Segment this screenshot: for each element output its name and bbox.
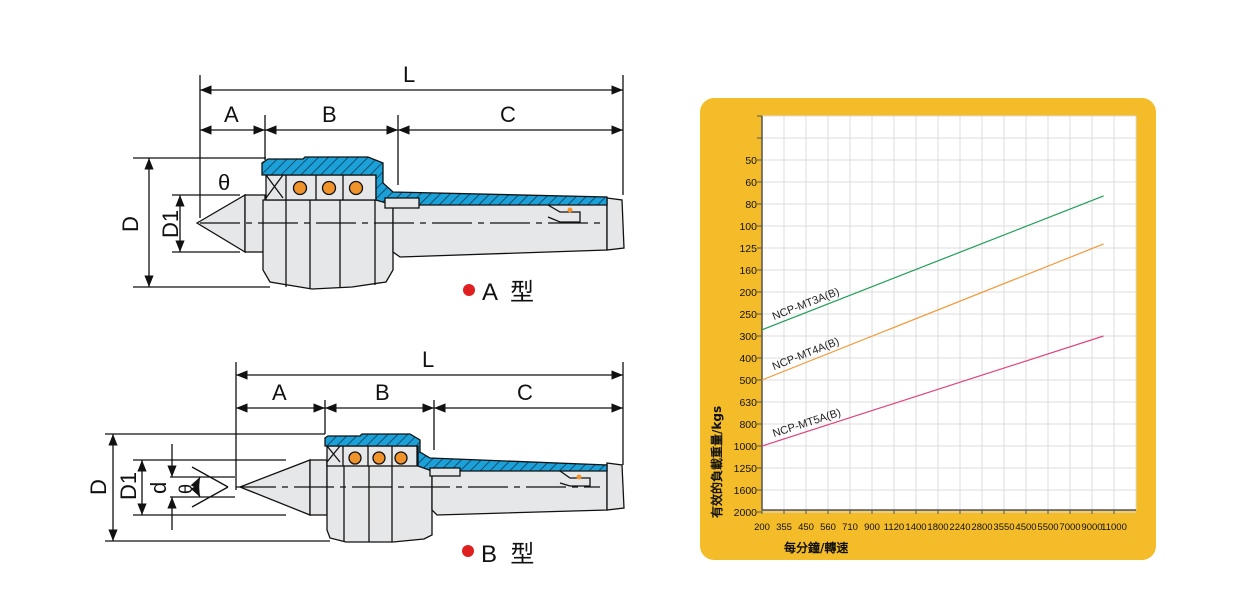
dim-theta <box>190 476 201 498</box>
x-tick-label: 11000 <box>1101 522 1127 533</box>
label-l: L <box>403 62 415 87</box>
y-axis-label: 有效的負載重量/kgs <box>709 406 724 518</box>
x-tick-label: 3550 <box>993 522 1014 533</box>
label-l: L <box>422 347 434 372</box>
load-speed-chart: 50 60 80 100 125 160 200 250 300 400 500 630 800 1000… <box>709 115 1137 555</box>
chart-grid <box>757 115 1137 514</box>
label-a: A <box>272 380 287 405</box>
y-tick-label: 1000 <box>734 441 758 453</box>
red-dot-icon <box>463 284 475 296</box>
y-tick-label: 300 <box>739 331 757 343</box>
bearing-ball <box>394 451 408 465</box>
x-tick-label: 1120 <box>884 522 904 533</box>
x-tick-label: 900 <box>864 522 880 533</box>
label-c: C <box>517 380 533 405</box>
diagram-b-labels: L A B C D D1 d θ B 型 <box>86 347 534 568</box>
bearing-ball <box>348 451 362 465</box>
y-tick-label: 125 <box>739 243 757 255</box>
red-dot-icon <box>462 545 474 557</box>
x-tick-label: 1400 <box>905 522 926 533</box>
diagram-a <box>133 75 625 290</box>
label-d1: D1 <box>158 210 183 238</box>
y-tick-label: 200 <box>739 287 757 299</box>
x-tick-label: 450 <box>798 522 814 533</box>
x-axis-label: 每分鐘/轉速 <box>784 540 848 555</box>
bearing-ball <box>372 451 386 465</box>
label-small-d: d <box>146 482 171 494</box>
x-tick-label: 560 <box>820 522 836 533</box>
y-tick-label: 400 <box>739 353 757 365</box>
y-tick-label: 800 <box>739 419 757 431</box>
x-tick-label: 200 <box>754 522 770 533</box>
diagram-b <box>105 362 625 543</box>
y-tick-label: 80 <box>745 199 757 211</box>
label-b: B <box>375 380 390 405</box>
x-tick-label: 2800 <box>971 522 992 533</box>
x-tick-label: 1800 <box>927 522 948 533</box>
y-tick-label: 250 <box>739 309 757 321</box>
x-tick-label: 355 <box>776 522 792 533</box>
label-theta: θ <box>176 484 196 494</box>
series-line <box>761 243 1104 381</box>
y-tick-label: 500 <box>739 375 757 387</box>
y-tick-label: 160 <box>739 265 757 277</box>
x-tick-label: 9000 <box>1081 522 1102 533</box>
series-line <box>761 335 1104 447</box>
y-tick-label: 60 <box>745 177 757 189</box>
x-tick-label: 710 <box>842 522 858 533</box>
label-d: D <box>118 216 143 232</box>
plot-area <box>762 116 1136 510</box>
y-tick-label: 100 <box>739 221 757 233</box>
x-tick-label: 4500 <box>1015 522 1036 533</box>
y-tick-label: 1600 <box>734 485 758 497</box>
label-d: D <box>86 479 111 495</box>
y-tick-label: 630 <box>739 397 757 409</box>
label-c: C <box>500 102 516 127</box>
bearing-ball <box>292 180 308 196</box>
x-tick-label: 7000 <box>1059 522 1080 533</box>
label-a: A <box>224 102 239 127</box>
x-tick-label: 2240 <box>949 522 970 533</box>
y-tick-label: 50 <box>745 155 757 167</box>
diagram-a-labels: L A B C θ D D1 A 型 <box>118 62 534 306</box>
label-d1: D1 <box>116 472 141 500</box>
type-b-label: B 型 <box>481 541 534 568</box>
y-tick-label: 2000 <box>734 507 758 519</box>
y-tick-label: 1250 <box>734 463 758 475</box>
x-tick-label: 5500 <box>1037 522 1058 533</box>
label-theta: θ <box>218 170 230 195</box>
live-center-diagrams: L A B C θ D D1 A 型 <box>86 62 625 568</box>
bearing-ball <box>321 180 337 196</box>
label-b: B <box>322 102 337 127</box>
y-tick-labels: 50 60 80 100 125 160 200 250 300 400 500 630 800 1000… <box>734 155 758 519</box>
type-a-label: A 型 <box>482 279 534 306</box>
bearing-ball <box>348 180 364 196</box>
load-speed-chart-panel: 50 60 80 100 125 160 200 250 300 400 500 630 800 1000… <box>700 98 1156 560</box>
series-line <box>761 195 1104 331</box>
